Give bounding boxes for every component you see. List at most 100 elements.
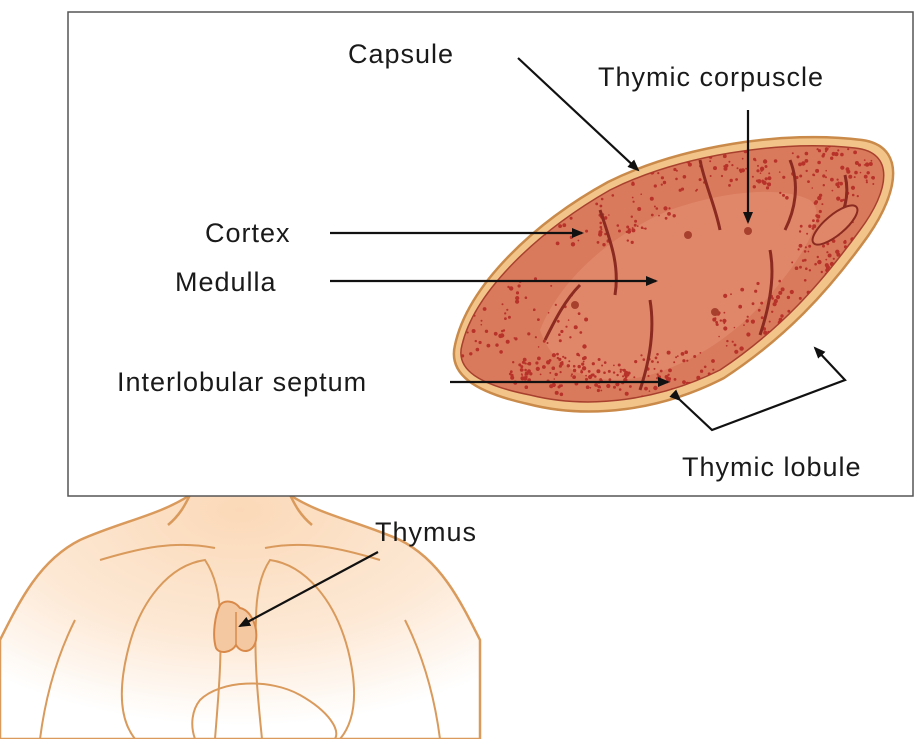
cortex-speckle <box>525 296 528 299</box>
cortex-speckle <box>600 205 603 208</box>
cortex-speckle <box>756 282 759 285</box>
cortex-speckle <box>761 180 764 183</box>
cortex-speckle <box>737 167 739 169</box>
cortex-speckle <box>571 242 575 246</box>
cortex-speckle <box>673 214 676 217</box>
cortex-speckle <box>826 251 828 253</box>
cortex-speckle <box>753 158 756 161</box>
cortex-speckle <box>546 360 550 364</box>
cortex-speckle <box>684 350 688 354</box>
cortex-speckle <box>851 186 855 190</box>
cortex-speckle <box>667 351 671 355</box>
cortex-speckle <box>667 212 671 216</box>
cortex-speckle <box>815 169 819 173</box>
cortex-speckle <box>627 374 629 376</box>
cortex-speckle <box>588 370 591 373</box>
cortex-speckle <box>556 353 559 356</box>
cortex-speckle <box>835 183 839 187</box>
cortex-speckle <box>787 310 790 313</box>
cortex-speckle <box>677 355 679 357</box>
cortex-speckle <box>790 290 794 294</box>
cortex-speckle <box>853 151 857 155</box>
cortex-speckle <box>570 217 573 220</box>
cortex-speckle <box>578 240 580 242</box>
cortex-speckle <box>871 176 875 180</box>
cortex-speckle <box>823 184 825 186</box>
cortex-speckle <box>774 299 778 303</box>
cortex-speckle <box>713 166 717 170</box>
cortex-speckle <box>559 365 562 368</box>
cortex-speckle <box>695 190 697 192</box>
cortex-speckle <box>572 375 576 379</box>
cortex-speckle <box>816 219 819 222</box>
cortex-speckle <box>560 371 562 373</box>
cortex-speckle <box>756 169 759 172</box>
cortex-speckle <box>656 207 659 210</box>
cortex-speckle <box>761 316 764 319</box>
cortex-speckle <box>828 254 832 258</box>
cortex-speckle <box>682 359 685 362</box>
cortex-speckle <box>825 176 827 178</box>
cortex-speckle <box>745 168 747 170</box>
cortex-speckle <box>822 174 825 177</box>
cortex-speckle <box>637 225 639 227</box>
cortex-speckle <box>778 280 781 283</box>
cortex-speckle <box>560 393 564 397</box>
cortex-speckle <box>740 171 742 173</box>
cortex-speckle <box>723 322 725 324</box>
cortex-speckle <box>589 387 591 389</box>
cortex-speckle <box>814 263 817 266</box>
cortex-speckle <box>857 195 859 197</box>
cortex-speckle <box>665 217 668 220</box>
cortex-speckle <box>479 341 482 344</box>
cortex-speckle <box>864 159 866 161</box>
cortex-speckle <box>758 309 761 312</box>
thymic-corpuscle-label: Thymic corpuscle <box>598 62 824 92</box>
cortex-speckle <box>742 158 744 160</box>
cortex-speckle <box>612 194 615 197</box>
cortex-speckle <box>827 148 829 150</box>
cortex-speckle <box>802 259 805 262</box>
cortex-speckle <box>730 179 733 182</box>
cortex-speckle <box>618 230 621 233</box>
cortex-speckle <box>603 371 606 374</box>
cortex-speckle <box>754 290 757 293</box>
cortex-speckle <box>864 175 868 179</box>
cortex-speckle <box>751 320 755 324</box>
cortex-speckle <box>525 371 529 375</box>
torso-illustration <box>0 470 480 739</box>
cortex-speckle <box>865 162 869 166</box>
cortex-speckle <box>738 305 742 309</box>
cortex-speckle <box>746 332 750 336</box>
cortex-speckle <box>518 284 521 287</box>
cortex-speckle <box>476 348 480 352</box>
cortex-speckle <box>581 370 583 372</box>
cortex-speckle <box>494 332 498 336</box>
cortex-speckle <box>799 266 802 269</box>
cortex-speckle <box>512 361 514 363</box>
cortex-speckle <box>763 159 767 163</box>
cortex-speckle <box>825 170 827 172</box>
cortex-speckle <box>631 228 635 232</box>
cortex-speckle <box>649 390 651 392</box>
cortex-speckle <box>558 386 561 389</box>
cortex-speckle <box>586 385 590 389</box>
cortex-speckle <box>637 207 641 211</box>
cortex-speckle <box>840 153 844 157</box>
cortex-speckle <box>776 295 780 299</box>
cortex-speckle <box>634 360 637 363</box>
cortex-speckle <box>556 242 560 246</box>
cortex-speckle <box>682 380 686 384</box>
cortex-speckle <box>847 148 849 150</box>
cortex-speckle <box>675 178 678 181</box>
cortex-speckle <box>760 170 762 172</box>
cortex-speckle <box>554 378 556 380</box>
cortex-speckle <box>647 375 649 377</box>
cortex-speckle <box>524 369 527 372</box>
cortex-speckle <box>821 203 823 205</box>
cortex-speckle <box>565 326 567 328</box>
cortex-speckle <box>617 224 620 227</box>
cortex-speckle <box>640 193 642 195</box>
cortex-speckle <box>804 250 807 253</box>
